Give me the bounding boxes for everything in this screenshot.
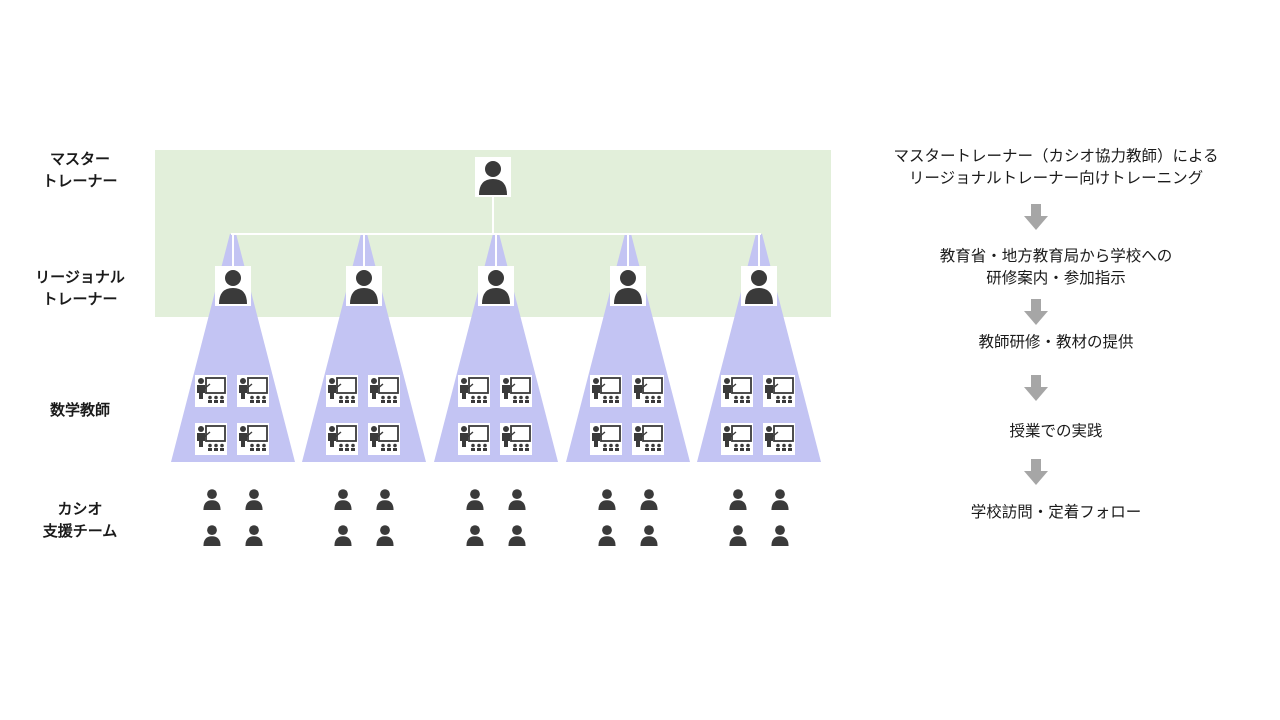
- label-line: 数学教師: [49, 401, 110, 419]
- teacher-at-whiteboard-icon: [237, 375, 269, 407]
- support-member-person-icon: [769, 484, 791, 514]
- teacher-at-whiteboard-icon: [721, 375, 753, 407]
- flow-step-line: 学校訪問・定着フォロー: [970, 503, 1142, 521]
- teacher-at-whiteboard-icon: [195, 375, 227, 407]
- support-member-person-icon: [464, 520, 486, 550]
- teacher-at-whiteboard-icon: [237, 423, 269, 455]
- support-member-person-icon: [332, 484, 354, 514]
- regional-trainer-person-icon: [215, 266, 251, 306]
- teacher-at-whiteboard-icon: [590, 423, 622, 455]
- flow-step-line: 教師研修・教材の提供: [978, 333, 1134, 351]
- connector-line: [495, 233, 497, 267]
- teacher-at-whiteboard-icon: [763, 423, 795, 455]
- support-member-person-icon: [727, 520, 749, 550]
- flow-step-line: マスタートレーナー（カシオ協力教師）による: [893, 147, 1219, 165]
- support-member-person-icon: [769, 520, 791, 550]
- teacher-at-whiteboard-icon: [590, 375, 622, 407]
- label-line: マスター: [49, 150, 110, 168]
- teacher-at-whiteboard-icon: [721, 423, 753, 455]
- label-line: カシオ: [57, 500, 103, 518]
- flow-step-line: 研修案内・参加指示: [986, 269, 1126, 287]
- label-line: リージョナル: [35, 268, 125, 286]
- regional-trainer-person-icon: [741, 266, 777, 306]
- teacher-at-whiteboard-icon: [500, 375, 532, 407]
- teacher-at-whiteboard-icon: [326, 375, 358, 407]
- teacher-at-whiteboard-icon: [763, 375, 795, 407]
- teacher-at-whiteboard-icon: [632, 423, 664, 455]
- teacher-at-whiteboard-icon: [632, 375, 664, 407]
- support-member-person-icon: [374, 520, 396, 550]
- label-line: 支援チーム: [42, 522, 118, 540]
- support-member-person-icon: [638, 520, 660, 550]
- label-master-trainer: マスター トレーナー: [15, 148, 145, 192]
- connector-line: [627, 233, 629, 267]
- connector-line: [492, 196, 494, 234]
- support-member-person-icon: [374, 484, 396, 514]
- flow-step-line: 授業での実践: [1009, 422, 1103, 440]
- connector-line: [758, 233, 760, 267]
- flow-step: 授業での実践: [870, 420, 1242, 442]
- flow-step: マスタートレーナー（カシオ協力教師）によるリージョナルトレーナー向けトレーニング: [870, 145, 1242, 189]
- support-member-person-icon: [332, 520, 354, 550]
- support-member-person-icon: [596, 520, 618, 550]
- label-regional-trainer: リージョナル トレーナー: [15, 266, 145, 310]
- support-member-person-icon: [506, 520, 528, 550]
- regional-trainer-person-icon: [610, 266, 646, 306]
- flow-step: 教師研修・教材の提供: [870, 331, 1242, 353]
- label-casio-support-team: カシオ 支援チーム: [15, 498, 145, 542]
- support-member-person-icon: [201, 520, 223, 550]
- down-arrow-icon: [1024, 375, 1048, 401]
- flow-step: 教育省・地方教育局から学校への研修案内・参加指示: [870, 245, 1242, 289]
- teacher-at-whiteboard-icon: [500, 423, 532, 455]
- teacher-at-whiteboard-icon: [368, 423, 400, 455]
- teacher-at-whiteboard-icon: [326, 423, 358, 455]
- flow-step-line: 教育省・地方教育局から学校への: [939, 247, 1173, 265]
- down-arrow-icon: [1024, 299, 1048, 325]
- support-member-person-icon: [464, 484, 486, 514]
- connector-line: [363, 233, 365, 267]
- support-member-person-icon: [506, 484, 528, 514]
- teacher-at-whiteboard-icon: [458, 423, 490, 455]
- regional-trainer-person-icon: [346, 266, 382, 306]
- teacher-at-whiteboard-icon: [195, 423, 227, 455]
- down-arrow-icon: [1024, 204, 1048, 230]
- label-line: トレーナー: [42, 290, 118, 308]
- flow-step-line: リージョナルトレーナー向けトレーニング: [908, 169, 1204, 187]
- regional-trainer-person-icon: [478, 266, 514, 306]
- support-member-person-icon: [243, 520, 265, 550]
- support-member-person-icon: [638, 484, 660, 514]
- master-trainer-person-icon: [475, 157, 511, 197]
- connector-line: [232, 233, 234, 267]
- teacher-at-whiteboard-icon: [368, 375, 400, 407]
- support-member-person-icon: [596, 484, 618, 514]
- teacher-at-whiteboard-icon: [458, 375, 490, 407]
- support-member-person-icon: [201, 484, 223, 514]
- support-member-person-icon: [727, 484, 749, 514]
- label-line: トレーナー: [42, 172, 118, 190]
- label-math-teachers: 数学教師: [15, 399, 145, 421]
- support-member-person-icon: [243, 484, 265, 514]
- flow-step: 学校訪問・定着フォロー: [870, 501, 1242, 523]
- down-arrow-icon: [1024, 459, 1048, 485]
